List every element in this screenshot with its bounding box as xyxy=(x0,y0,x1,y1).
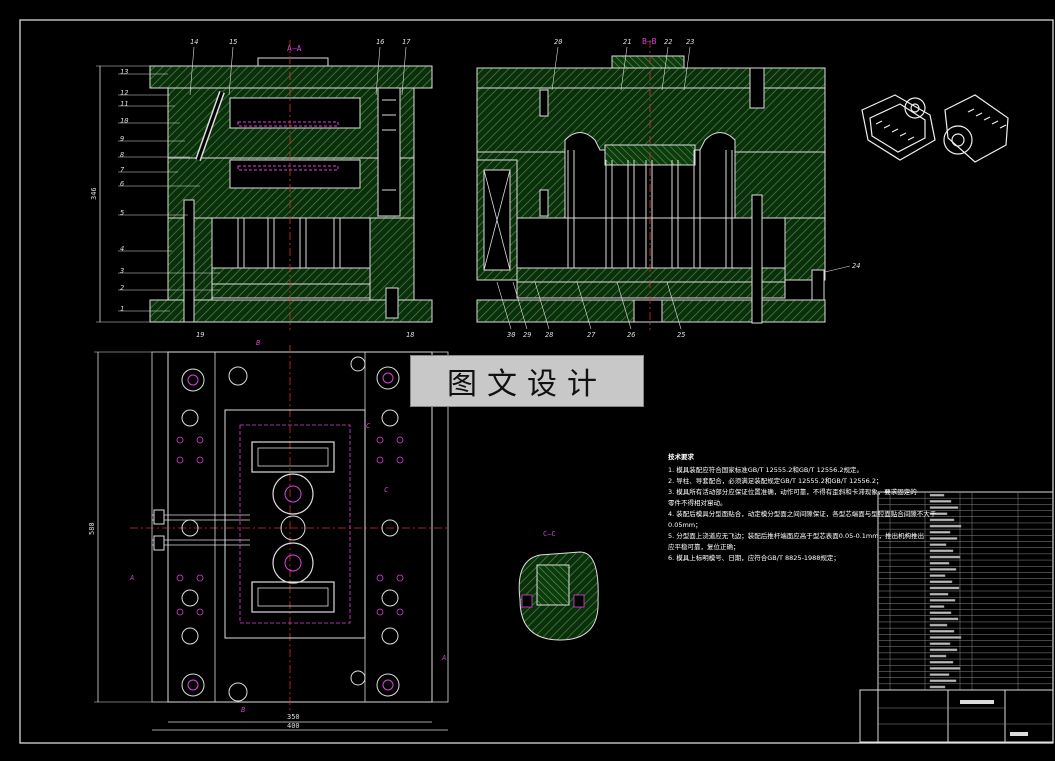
plan-view-section-marks: B B A A C C xyxy=(129,339,446,714)
view-aa-label: A–A xyxy=(287,44,302,53)
view-cc-label: C–C xyxy=(543,530,556,538)
section-mark-b: B xyxy=(241,706,245,714)
section-mark-c: C xyxy=(366,422,371,430)
section-aa-left-part-numbers: 13 12 11 10 9 8 7 6 5 4 3 2 1 xyxy=(119,68,128,313)
technical-note-line: 6. 模具上标明模号、日期，应符合GB/T 8825-1988规定； xyxy=(668,554,840,562)
part-number-25: 25 xyxy=(677,331,685,339)
part-number-22: 22 xyxy=(664,38,672,46)
part-number-7: 7 xyxy=(120,166,125,174)
part-number-11: 11 xyxy=(120,100,128,108)
part-number-3: 3 xyxy=(119,267,124,275)
technical-requirements-heading: 技术要求 xyxy=(668,453,694,461)
part-number-30: 30 xyxy=(506,331,515,339)
part-number-23: 23 xyxy=(686,38,694,46)
part-number-5: 5 xyxy=(120,209,124,217)
sheet-border xyxy=(19,19,1054,744)
plan-view: 580 350 400 xyxy=(88,345,450,731)
part-number-27: 27 xyxy=(587,331,596,339)
part-number-15: 15 xyxy=(229,38,237,46)
part-number-20: 20 xyxy=(554,38,562,46)
width-dimension-outer: 400 xyxy=(287,722,300,730)
technical-note-line: 1. 模具装配应符合国家标准GB/T 12555.2和GB/T 12556.2规… xyxy=(668,466,863,474)
section-bb-top-part-numbers: 20 21 22 23 xyxy=(551,38,694,91)
section-aa-top-part-numbers: 14 15 16 17 xyxy=(189,38,411,96)
technical-note-line: 2. 导柱、导套配合，必须满足装配规定GB/T 12555.2和GB/T 125… xyxy=(668,477,883,485)
section-mark-c: C xyxy=(384,486,389,494)
width-dimension-inner: 350 xyxy=(287,713,300,721)
part-number-4: 4 xyxy=(120,245,124,253)
part-number-24: 24 xyxy=(852,262,860,270)
section-mark-a: A xyxy=(441,654,446,662)
section-bb-right-part-number: 24 xyxy=(824,262,860,273)
part-number-17: 17 xyxy=(402,38,411,46)
technical-note-line: 零件不得相对窜动。 xyxy=(668,499,727,507)
part-number-10: 10 xyxy=(120,117,128,125)
height-dimension: 346 xyxy=(90,187,98,200)
part-number-2: 2 xyxy=(120,284,124,292)
part-number-26: 26 xyxy=(627,331,635,339)
part-number-16: 16 xyxy=(376,38,384,46)
technical-note-line: 4. 装配后模具分型面贴合，动定模分型面之间间隙保证，各型芯端面与型腔面贴合间隙… xyxy=(668,510,937,518)
section-mark-b: B xyxy=(256,339,260,347)
view-bb-label: B–B xyxy=(642,37,657,46)
section-aa-view: A–A xyxy=(90,40,433,330)
title-block xyxy=(859,491,1054,743)
part-number-13: 13 xyxy=(120,68,128,76)
section-mark-a: A xyxy=(129,574,134,582)
part-number-19: 19 xyxy=(196,331,204,339)
section-cc-view: C–C xyxy=(518,530,599,641)
part-number-8: 8 xyxy=(120,151,124,159)
part-number-1: 1 xyxy=(120,305,124,313)
part-number-28: 28 xyxy=(545,331,553,339)
technical-note-line: 5. 分型面上浇道应无飞边；装配后推杆端面应高于型芯表面0.05-0.1mm，推… xyxy=(668,532,925,540)
part-number-18: 18 xyxy=(406,331,414,339)
technical-note-line: 3. 模具所有活动部分应保证位置准确，动作可靠，不得有歪斜和卡滞现象，要求固定的 xyxy=(668,488,917,496)
technical-note-line: 0.05mm； xyxy=(668,521,702,529)
part-number-14: 14 xyxy=(190,38,198,46)
part-number-12: 12 xyxy=(120,89,128,97)
part-number-29: 29 xyxy=(523,331,531,339)
isometric-part-views xyxy=(861,94,1009,163)
section-bb-view: B–B xyxy=(476,37,826,330)
part-number-9: 9 xyxy=(120,135,124,143)
technical-requirements: 技术要求 1. 模具装配应符合国家标准GB/T 12555.2和GB/T 125… xyxy=(668,452,937,564)
part-number-21: 21 xyxy=(623,38,631,46)
section-bb-bottom-part-numbers: 30 29 28 27 26 25 xyxy=(496,281,685,339)
watermark-banner: 图文设计 xyxy=(410,355,644,407)
technical-note-line: 应平稳可靠，复位正确； xyxy=(668,543,740,551)
length-dimension: 580 xyxy=(88,522,96,535)
part-number-6: 6 xyxy=(120,180,124,188)
